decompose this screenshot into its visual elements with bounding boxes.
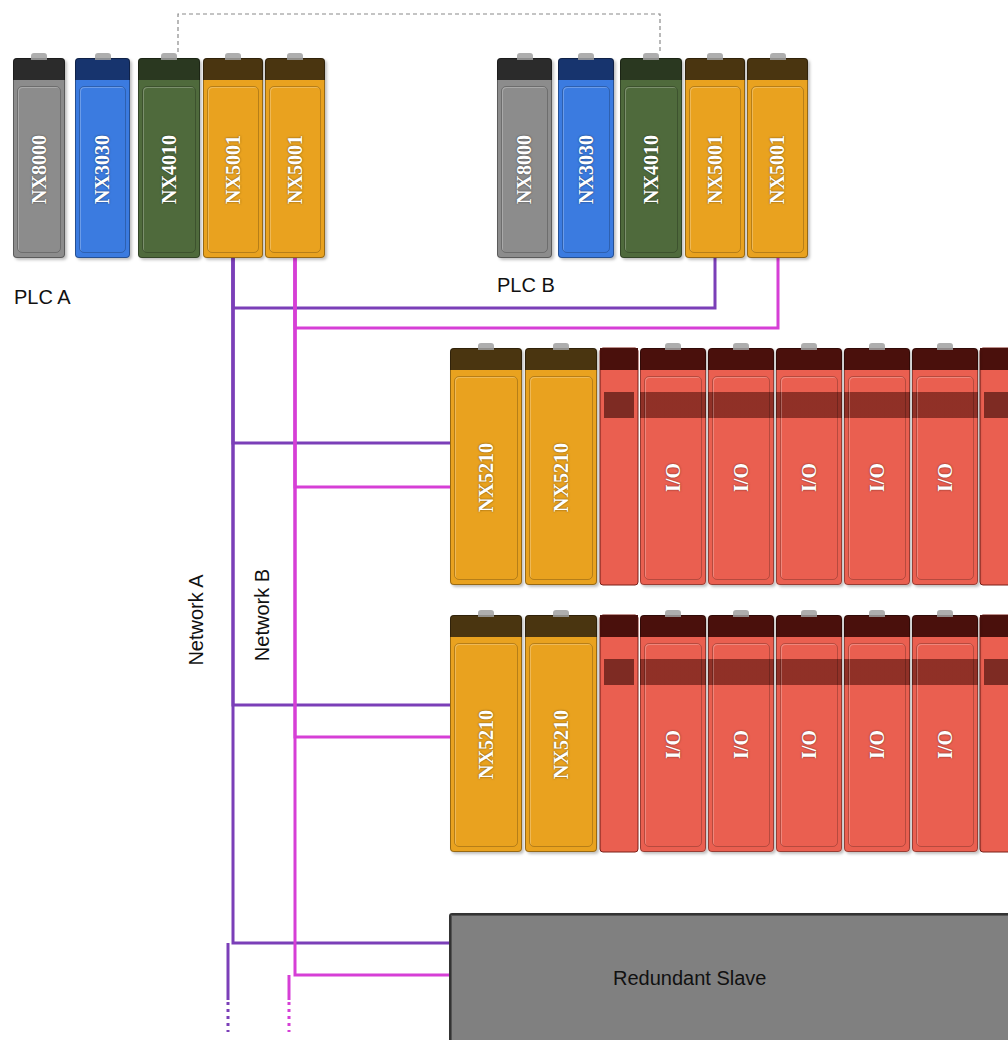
module-label: NX3030 — [575, 135, 598, 204]
network-label: Network A — [185, 574, 207, 665]
module-label: I/O — [662, 463, 685, 492]
module-label: I/O — [934, 730, 957, 759]
network-cable — [233, 258, 449, 943]
module-label: NX5210 — [474, 443, 497, 512]
bus-continuation — [288, 1002, 291, 1032]
module-label: I/O — [798, 463, 821, 492]
network-cable — [295, 258, 449, 975]
blank-slot — [980, 348, 1008, 585]
rack-module: NX5001 — [747, 58, 808, 258]
module-label: NX5210 — [549, 443, 572, 512]
rack-module: NX4010 — [138, 58, 200, 258]
module-label: NX3030 — [91, 135, 114, 204]
network-cable — [295, 258, 450, 487]
slot-cap — [600, 615, 638, 637]
network-continuation — [228, 943, 289, 1032]
module-label: I/O — [866, 730, 889, 759]
slot-cap — [980, 348, 1008, 370]
rack-module: I/O — [708, 348, 774, 585]
rack-module: I/O — [912, 615, 978, 852]
module-label: NX5001 — [704, 135, 727, 204]
plc-label: PLC B — [497, 274, 555, 296]
rack-module: I/O — [776, 615, 842, 852]
rack-module: I/O — [640, 615, 706, 852]
rack-module: I/O — [912, 348, 978, 585]
module-label: I/O — [798, 730, 821, 759]
module-label: NX4010 — [640, 135, 663, 204]
bus-line — [288, 975, 291, 1000]
rack-blank-slots — [600, 348, 1008, 852]
module-label: NX5001 — [284, 135, 307, 204]
network-cable — [233, 258, 450, 443]
slot-window — [984, 392, 1008, 418]
module-label: NX4010 — [158, 135, 181, 204]
rack-module: I/O — [776, 348, 842, 585]
slot-cap — [980, 615, 1008, 637]
module-label: NX5001 — [222, 135, 245, 204]
module-label: NX8000 — [513, 135, 536, 204]
rack-module: NX4010 — [620, 58, 682, 258]
rack-module: I/O — [708, 615, 774, 852]
rack-module: NX8000 — [497, 58, 552, 258]
network-cable — [295, 258, 450, 737]
network-cable — [295, 258, 778, 328]
slot-window — [604, 659, 634, 685]
rack-module: I/O — [844, 348, 910, 585]
plc-label: PLC A — [14, 286, 71, 308]
rack-module: NX5210 — [525, 615, 597, 852]
rack-module: NX5001 — [265, 58, 325, 258]
network-cable — [233, 258, 450, 705]
module-label: I/O — [866, 463, 889, 492]
rack-module: I/O — [640, 348, 706, 585]
rack-module: NX5001 — [685, 58, 745, 258]
module-label: NX5210 — [549, 710, 572, 779]
module-label: I/O — [730, 730, 753, 759]
network-label: Network B — [251, 569, 273, 661]
rack-module: NX8000 — [13, 58, 65, 258]
module-label: I/O — [662, 730, 685, 759]
bus-line — [227, 943, 230, 1000]
network-cable — [233, 258, 715, 308]
blank-slot — [980, 615, 1008, 852]
blank-slot — [600, 615, 638, 852]
slot-window — [984, 659, 1008, 685]
rack-module: NX5210 — [450, 615, 522, 852]
slave-label: Redundant Slave — [613, 967, 766, 990]
module-label: NX5001 — [766, 135, 789, 204]
module-label: I/O — [730, 463, 753, 492]
rack-module: NX5001 — [203, 58, 263, 258]
rack-module: NX3030 — [75, 58, 130, 258]
slave-box: Redundant Slave — [449, 913, 1008, 1040]
slot-cap — [600, 348, 638, 370]
slot-window — [604, 392, 634, 418]
bus-continuation — [227, 1002, 230, 1032]
module-label: NX5210 — [474, 710, 497, 779]
rack-module: NX5210 — [450, 348, 522, 585]
rack-module: NX5210 — [525, 348, 597, 585]
rack-module: NX3030 — [558, 58, 614, 258]
sync-link — [178, 14, 660, 52]
module-label: NX8000 — [28, 135, 51, 204]
blank-slot — [600, 348, 638, 585]
module-label: I/O — [934, 463, 957, 492]
rack-module: I/O — [844, 615, 910, 852]
